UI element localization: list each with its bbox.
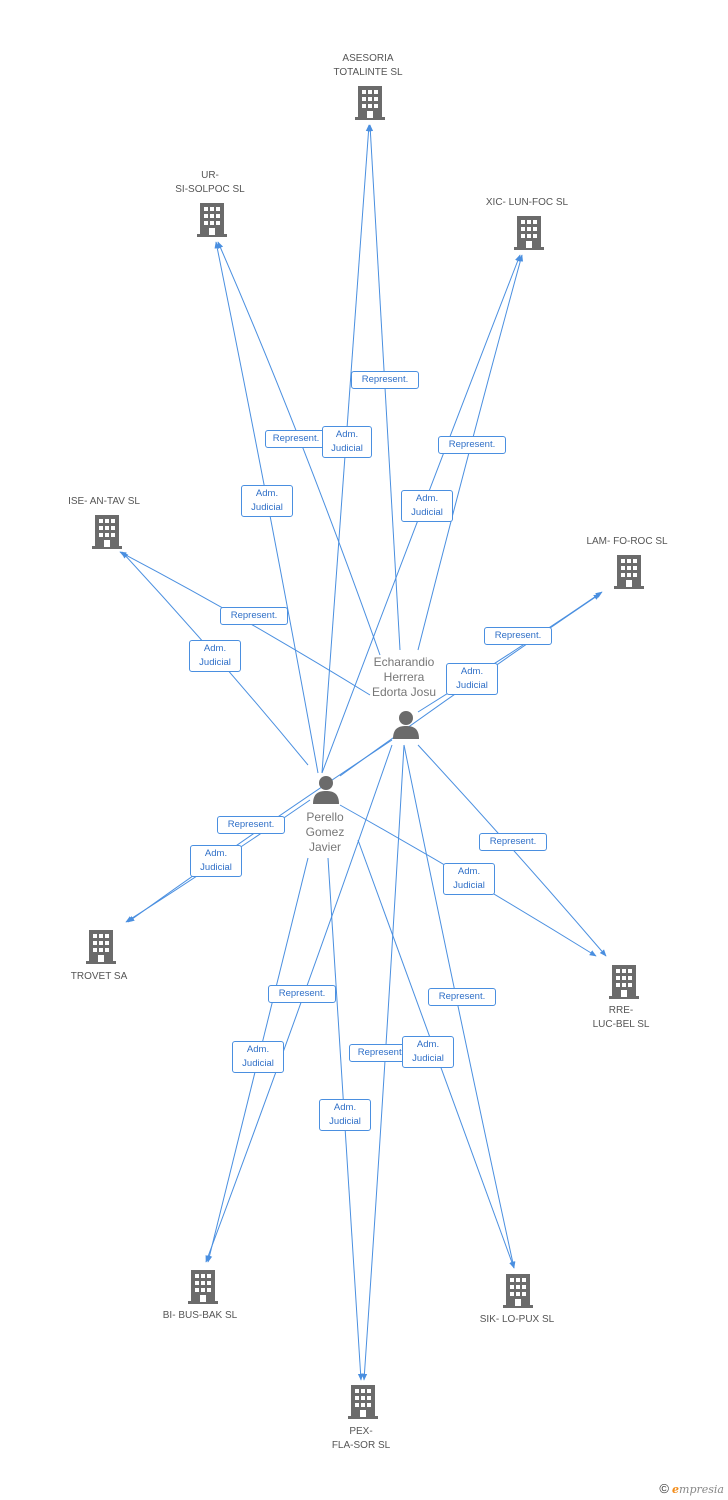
company-building-icon-sik[interactable] bbox=[503, 1274, 533, 1308]
company-label-line: TROVET SA bbox=[70, 971, 128, 982]
edge-label-line: Judicial bbox=[329, 1116, 361, 1127]
adm-judicial-edge-label[interactable]: Adm. Judicial bbox=[402, 1036, 454, 1068]
relation-edge bbox=[403, 744, 516, 1269]
company-label-asesoria[interactable]: ASESORIA TOTALINTE SL bbox=[333, 52, 402, 80]
person-icon-echarandio[interactable] bbox=[393, 711, 419, 739]
edge-label-line: Adm. bbox=[203, 643, 227, 654]
company-building-icon-xic[interactable] bbox=[514, 216, 544, 250]
adm-judicial-edge-label[interactable]: Adm. Judicial bbox=[190, 845, 242, 877]
copyright-symbol: © bbox=[659, 1481, 669, 1496]
company-label-line: LAM- FO-ROC SL bbox=[586, 536, 668, 547]
relation-edge bbox=[361, 744, 405, 1381]
adm-judicial-edge-label[interactable]: Adm. Judicial bbox=[232, 1041, 284, 1073]
company-label-line: SIK- LO-PUX SL bbox=[479, 1314, 555, 1325]
edge-label-line: Judicial bbox=[453, 880, 485, 891]
company-label-trovet[interactable]: TROVET SA bbox=[71, 970, 128, 984]
company-label-line: SI-SOLPOC SL bbox=[175, 184, 245, 195]
company-building-icon-rre[interactable] bbox=[609, 965, 639, 999]
company-label-line: ASESORIA bbox=[342, 53, 394, 64]
company-label-line: ISE- AN-TAV SL bbox=[68, 496, 140, 507]
empresia-logo: empresia bbox=[672, 1483, 724, 1496]
company-label-lam[interactable]: LAM- FO-ROC SL bbox=[586, 535, 667, 549]
person-label-line: Herrera bbox=[383, 670, 425, 684]
company-label-rre[interactable]: RRE- LUC-BEL SL bbox=[593, 1004, 650, 1032]
edge-label-line: Judicial bbox=[251, 502, 283, 513]
edge-label-line: Judicial bbox=[331, 443, 363, 454]
edge-label-line: Judicial bbox=[242, 1058, 274, 1069]
edge-label-line: Adm. bbox=[204, 848, 228, 859]
edge-label-line: Judicial bbox=[411, 507, 443, 518]
company-building-icon-trovet[interactable] bbox=[86, 930, 116, 964]
company-building-icon-asesoria[interactable] bbox=[355, 86, 385, 120]
company-label-line: RRE- bbox=[608, 1005, 634, 1016]
company-label-line: BI- BUS-BAK SL bbox=[162, 1310, 238, 1321]
represent-edge-label[interactable]: Represent. bbox=[438, 436, 506, 454]
person-label-line: Echarandio bbox=[373, 655, 435, 669]
adm-judicial-edge-label[interactable]: Adm. Judicial bbox=[401, 490, 453, 522]
company-label-line: XIC- LUN-FOC SL bbox=[485, 197, 569, 208]
edge-label-line: Judicial bbox=[199, 657, 231, 668]
company-label-ise[interactable]: ISE- AN-TAV SL bbox=[68, 495, 140, 509]
company-building-icon-pex[interactable] bbox=[348, 1385, 378, 1419]
edge-label-line: Judicial bbox=[412, 1053, 444, 1064]
adm-judicial-edge-label[interactable]: Adm. Judicial bbox=[189, 640, 241, 672]
represent-edge-label[interactable]: Represent. bbox=[349, 1044, 413, 1062]
edge-label-line: Adm. bbox=[335, 429, 359, 440]
represent-edge-label[interactable]: Represent. bbox=[265, 430, 327, 448]
represent-edge-label[interactable]: Represent. bbox=[217, 816, 285, 834]
person-label-line: Edorta Josu bbox=[371, 685, 437, 699]
edge-label-line: Judicial bbox=[456, 680, 488, 691]
adm-judicial-edge-label[interactable]: Adm. Judicial bbox=[319, 1099, 371, 1131]
represent-edge-label[interactable]: Represent. bbox=[268, 985, 336, 1003]
represent-edge-label[interactable]: Represent. bbox=[479, 833, 547, 851]
edge-label-line: Adm. bbox=[416, 1039, 440, 1050]
company-label-xic[interactable]: XIC- LUN-FOC SL bbox=[486, 196, 568, 210]
company-label-bibus[interactable]: BI- BUS-BAK SL bbox=[163, 1309, 237, 1323]
relation-edge bbox=[205, 744, 393, 1263]
edge-label-line: Adm. bbox=[460, 666, 484, 677]
edge-label-line: Adm. bbox=[333, 1102, 357, 1113]
edge-label-line: Adm. bbox=[246, 1044, 270, 1055]
company-building-icon-ise[interactable] bbox=[92, 515, 122, 549]
company-label-line: UR- bbox=[201, 170, 219, 181]
company-label-line: PEX- bbox=[349, 1426, 373, 1437]
adm-judicial-edge-label[interactable]: Adm. Judicial bbox=[322, 426, 372, 458]
edge-label-line: Judicial bbox=[200, 862, 232, 873]
company-building-icon-lam[interactable] bbox=[614, 555, 644, 589]
represent-edge-label[interactable]: Represent. bbox=[428, 988, 496, 1006]
adm-judicial-edge-label[interactable]: Adm. Judicial bbox=[241, 485, 293, 517]
person-label-line: Perello bbox=[306, 810, 344, 824]
adm-judicial-edge-label[interactable]: Adm. Judicial bbox=[446, 663, 498, 695]
company-label-sik[interactable]: SIK- LO-PUX SL bbox=[480, 1313, 554, 1327]
edge-label-line: Adm. bbox=[255, 488, 279, 499]
company-label-line: LUC-BEL SL bbox=[592, 1019, 650, 1030]
footer-brand: © empresia bbox=[659, 1481, 724, 1496]
represent-edge-label[interactable]: Represent. bbox=[484, 627, 552, 645]
person-label-line: Gomez bbox=[305, 825, 345, 839]
company-building-icon-ursi[interactable] bbox=[197, 203, 227, 237]
person-label-line: Javier bbox=[308, 840, 341, 854]
company-label-ursi[interactable]: UR- SI-SOLPOC SL bbox=[175, 169, 244, 197]
company-label-pex[interactable]: PEX- FLA-SOR SL bbox=[332, 1425, 390, 1453]
represent-edge-label[interactable]: Represent. bbox=[351, 371, 419, 389]
represent-edge-label[interactable]: Represent. bbox=[220, 607, 288, 625]
edge-label-line: Adm. bbox=[457, 866, 481, 877]
adm-judicial-edge-label[interactable]: Adm. Judicial bbox=[443, 863, 495, 895]
company-label-line: FLA-SOR SL bbox=[331, 1440, 391, 1451]
relation-edge bbox=[417, 591, 603, 713]
company-label-line: TOTALINTE SL bbox=[333, 67, 403, 78]
company-building-icon-bibus[interactable] bbox=[188, 1270, 218, 1304]
edge-label-line: Adm. bbox=[415, 493, 439, 504]
